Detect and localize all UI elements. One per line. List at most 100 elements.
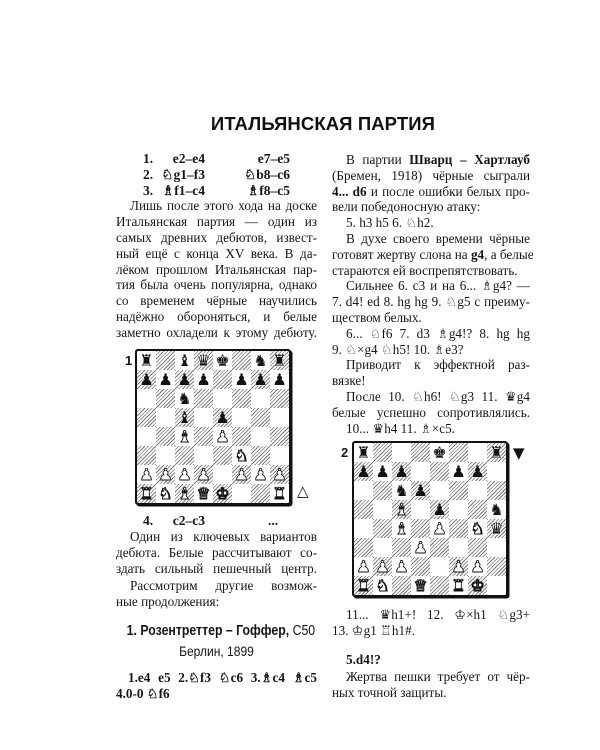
- square-h6: [487, 481, 506, 500]
- text-line: тия была очень популярна, однако: [116, 277, 317, 293]
- black-pawn-icon: ♟: [158, 370, 173, 389]
- text-line: Один из ключевых вариантов: [130, 528, 317, 544]
- square-h2: ♟: [270, 465, 289, 484]
- square-b3: [373, 538, 392, 557]
- black-pawn-icon: ♟: [196, 370, 211, 389]
- white-knight-icon: ♞: [375, 576, 390, 595]
- black-move: ♗f8–c5: [247, 182, 290, 198]
- text-line: здать сильный пешечный центр.: [116, 561, 317, 577]
- text-line: 4... d6 и после ошибки белых про-: [332, 184, 530, 200]
- square-f5: [232, 408, 251, 427]
- square-d5: [411, 500, 430, 519]
- square-f1: [232, 484, 251, 503]
- game-place-text: Берлин, 1899: [179, 643, 254, 659]
- square-g4: ♞: [468, 519, 487, 538]
- text-line: Рассмотрим другие возмож-: [130, 577, 317, 593]
- white-pawn-icon: ♟: [177, 465, 192, 484]
- square-b1: ♞: [373, 576, 392, 595]
- black-pawn-icon: ♟: [215, 408, 230, 427]
- black-bishop-icon: ♝: [177, 351, 192, 370]
- text-line: 7. d4! ed 8. hg hg 9. ♘g5 с преиму-: [332, 294, 530, 310]
- black-pawn-icon: ♟: [272, 370, 287, 389]
- right-column-continuation: 11... ♛h1+! 12. ♔×h1 ♘g3+ 13. ♔g1 ♖h1#.: [332, 607, 530, 639]
- white-pawn-icon: ♟: [139, 465, 154, 484]
- white-rook-icon: ♜: [139, 484, 154, 503]
- white-bishop-icon: ♝: [394, 500, 409, 519]
- text-line: 11... ♛h1+! 12. ♔×h1 ♘g3+: [346, 607, 530, 622]
- square-c8: ♝: [175, 351, 194, 370]
- square-f3: ♞: [232, 446, 251, 465]
- move-number: 3.: [143, 182, 154, 198]
- square-f7: ♟: [232, 370, 251, 389]
- square-b6: [156, 389, 175, 408]
- game-players: Розентреттер – Гоффер,: [140, 622, 290, 639]
- text-line: готовят жертву слона на g4, а белые: [332, 247, 534, 263]
- text-line: Лишь после этого хода на доске: [130, 198, 317, 214]
- white-king-icon: ♚: [215, 484, 230, 503]
- black-pawn-icon: ♟: [356, 462, 371, 481]
- square-g3: [468, 538, 487, 557]
- square-b8: [156, 351, 175, 370]
- square-b4: [156, 427, 175, 446]
- left-column-intro: 1. e2–e4 e7–e5 2. ♘g1–f3 ♘b8–c6 3. ♗f1–c…: [116, 151, 317, 341]
- square-h5: [270, 408, 289, 427]
- text-line: 5. h3 h5 6. ♘h2.: [346, 215, 434, 231]
- square-f1: ♜: [449, 576, 468, 595]
- black-pawn-icon: ♟: [234, 370, 249, 389]
- black-move: e7–e5: [257, 151, 290, 166]
- text-line: Приводит к эффектной раз-: [346, 357, 530, 373]
- square-f6: [232, 389, 251, 408]
- square-a5: [137, 408, 156, 427]
- text-line: ные продолжения:: [116, 593, 220, 609]
- square-b3: [156, 446, 175, 465]
- white-pawn-icon: ♟: [470, 557, 485, 576]
- square-h2: [487, 557, 506, 576]
- text-line: После 10. ♘h6! ♘g3 11. ♛g4: [346, 388, 530, 404]
- square-c2: ♟: [392, 557, 411, 576]
- black-pawn-icon: ♟: [451, 462, 466, 481]
- square-d2: [411, 557, 430, 576]
- black-to-move-triangle-icon: ▼: [513, 444, 525, 462]
- variation-heading: 5.d4!?: [346, 652, 381, 667]
- square-g7: ♟: [468, 462, 487, 481]
- black-pawn-icon: ♟: [139, 370, 154, 389]
- white-rook-icon: ♜: [272, 484, 287, 503]
- text-segment: и после ошибки белых про-: [366, 183, 530, 199]
- square-e4: ♟: [213, 427, 232, 446]
- square-f5: [449, 500, 468, 519]
- square-d3: [194, 446, 213, 465]
- square-a4: [137, 427, 156, 446]
- text-line: (Бремен, 1918) чёрные сыграли: [332, 167, 530, 183]
- white-pawn-icon: ♟: [432, 519, 447, 538]
- text-segment: В партии: [346, 152, 410, 167]
- black-knight-icon: ♞: [253, 351, 268, 370]
- square-e6: [213, 389, 232, 408]
- square-c4: ♝: [392, 519, 411, 538]
- square-d8: [411, 443, 430, 462]
- black-queen-icon: ♛: [196, 351, 211, 370]
- square-e2: [430, 557, 449, 576]
- black-queen-icon: ♛: [489, 519, 504, 538]
- square-g1: ♚: [468, 576, 487, 595]
- white-pawn-icon: ♟: [215, 427, 230, 446]
- square-a5: [354, 500, 373, 519]
- square-c8: [392, 443, 411, 462]
- white-pawn-icon: ♟: [394, 557, 409, 576]
- white-king-icon: ♚: [470, 576, 485, 595]
- move-row: 4. c2–c3 ...: [116, 513, 317, 529]
- white-pawn-icon: ♟: [234, 465, 249, 484]
- black-pawn-icon: ♟: [413, 481, 428, 500]
- game-eco-code: C50: [292, 622, 316, 639]
- square-d5: [194, 408, 213, 427]
- text-line: 9. ♘×g4 ♘h5! 10. ♗e3?: [332, 341, 464, 357]
- white-bishop-icon: ♝: [177, 484, 192, 503]
- page-title: ИТАЛЬЯНСКАЯ ПАРТИЯ: [210, 113, 436, 134]
- text-line: надёжно обороняться, и белые: [116, 308, 317, 324]
- square-g5: [468, 500, 487, 519]
- white-bishop-icon: ♝: [177, 427, 192, 446]
- square-e6: [430, 481, 449, 500]
- text-line: со временем чёрные научились: [116, 293, 317, 309]
- white-pawn-icon: ♟: [196, 465, 211, 484]
- square-b5: [373, 500, 392, 519]
- square-g3: [251, 446, 270, 465]
